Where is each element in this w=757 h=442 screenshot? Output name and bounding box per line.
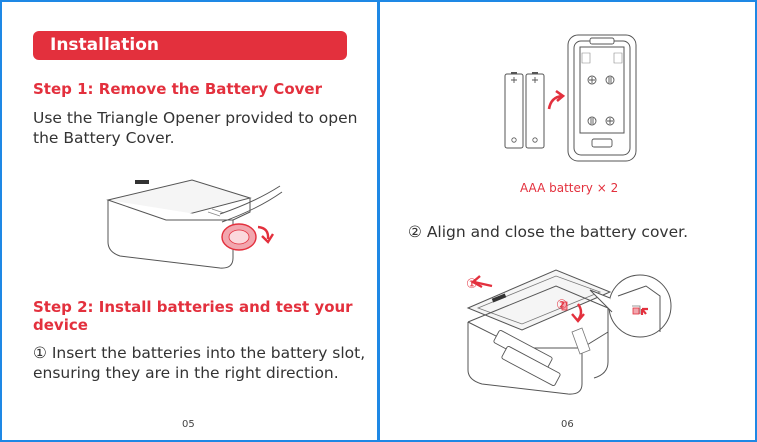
step1-text-line1: Use the Triangle Opener provided to open (33, 109, 358, 127)
right-page-frame (378, 0, 757, 442)
section-banner: Installation (33, 31, 347, 60)
step-text-align-close: ② Align and close the battery cover. (408, 223, 689, 241)
step2-text-line1: ① Insert the batteries into the battery … (33, 344, 366, 362)
battery-compartment-illustration (567, 34, 637, 162)
step2-text-line2: ensuring they are in the right direction… (33, 364, 339, 382)
step2-title-line1: Step 2: Install batteries and test your (33, 298, 353, 316)
marker-2: ② (556, 298, 568, 313)
step1-text-line2: the Battery Cover. (33, 129, 175, 147)
aaa-batteries-illustration (504, 72, 545, 149)
battery-caption: AAA battery × 2 (520, 181, 619, 195)
page-number-right: 06 (561, 419, 574, 430)
step1-title: Step 1: Remove the Battery Cover (33, 80, 322, 98)
step2-title-line2: device (33, 316, 88, 334)
device-closing-illustration (466, 269, 672, 395)
device-opening-illustration (106, 179, 283, 269)
page-number-left: 05 (182, 419, 195, 430)
marker-1: ① (466, 277, 478, 292)
arrow-right-icon (547, 89, 566, 110)
